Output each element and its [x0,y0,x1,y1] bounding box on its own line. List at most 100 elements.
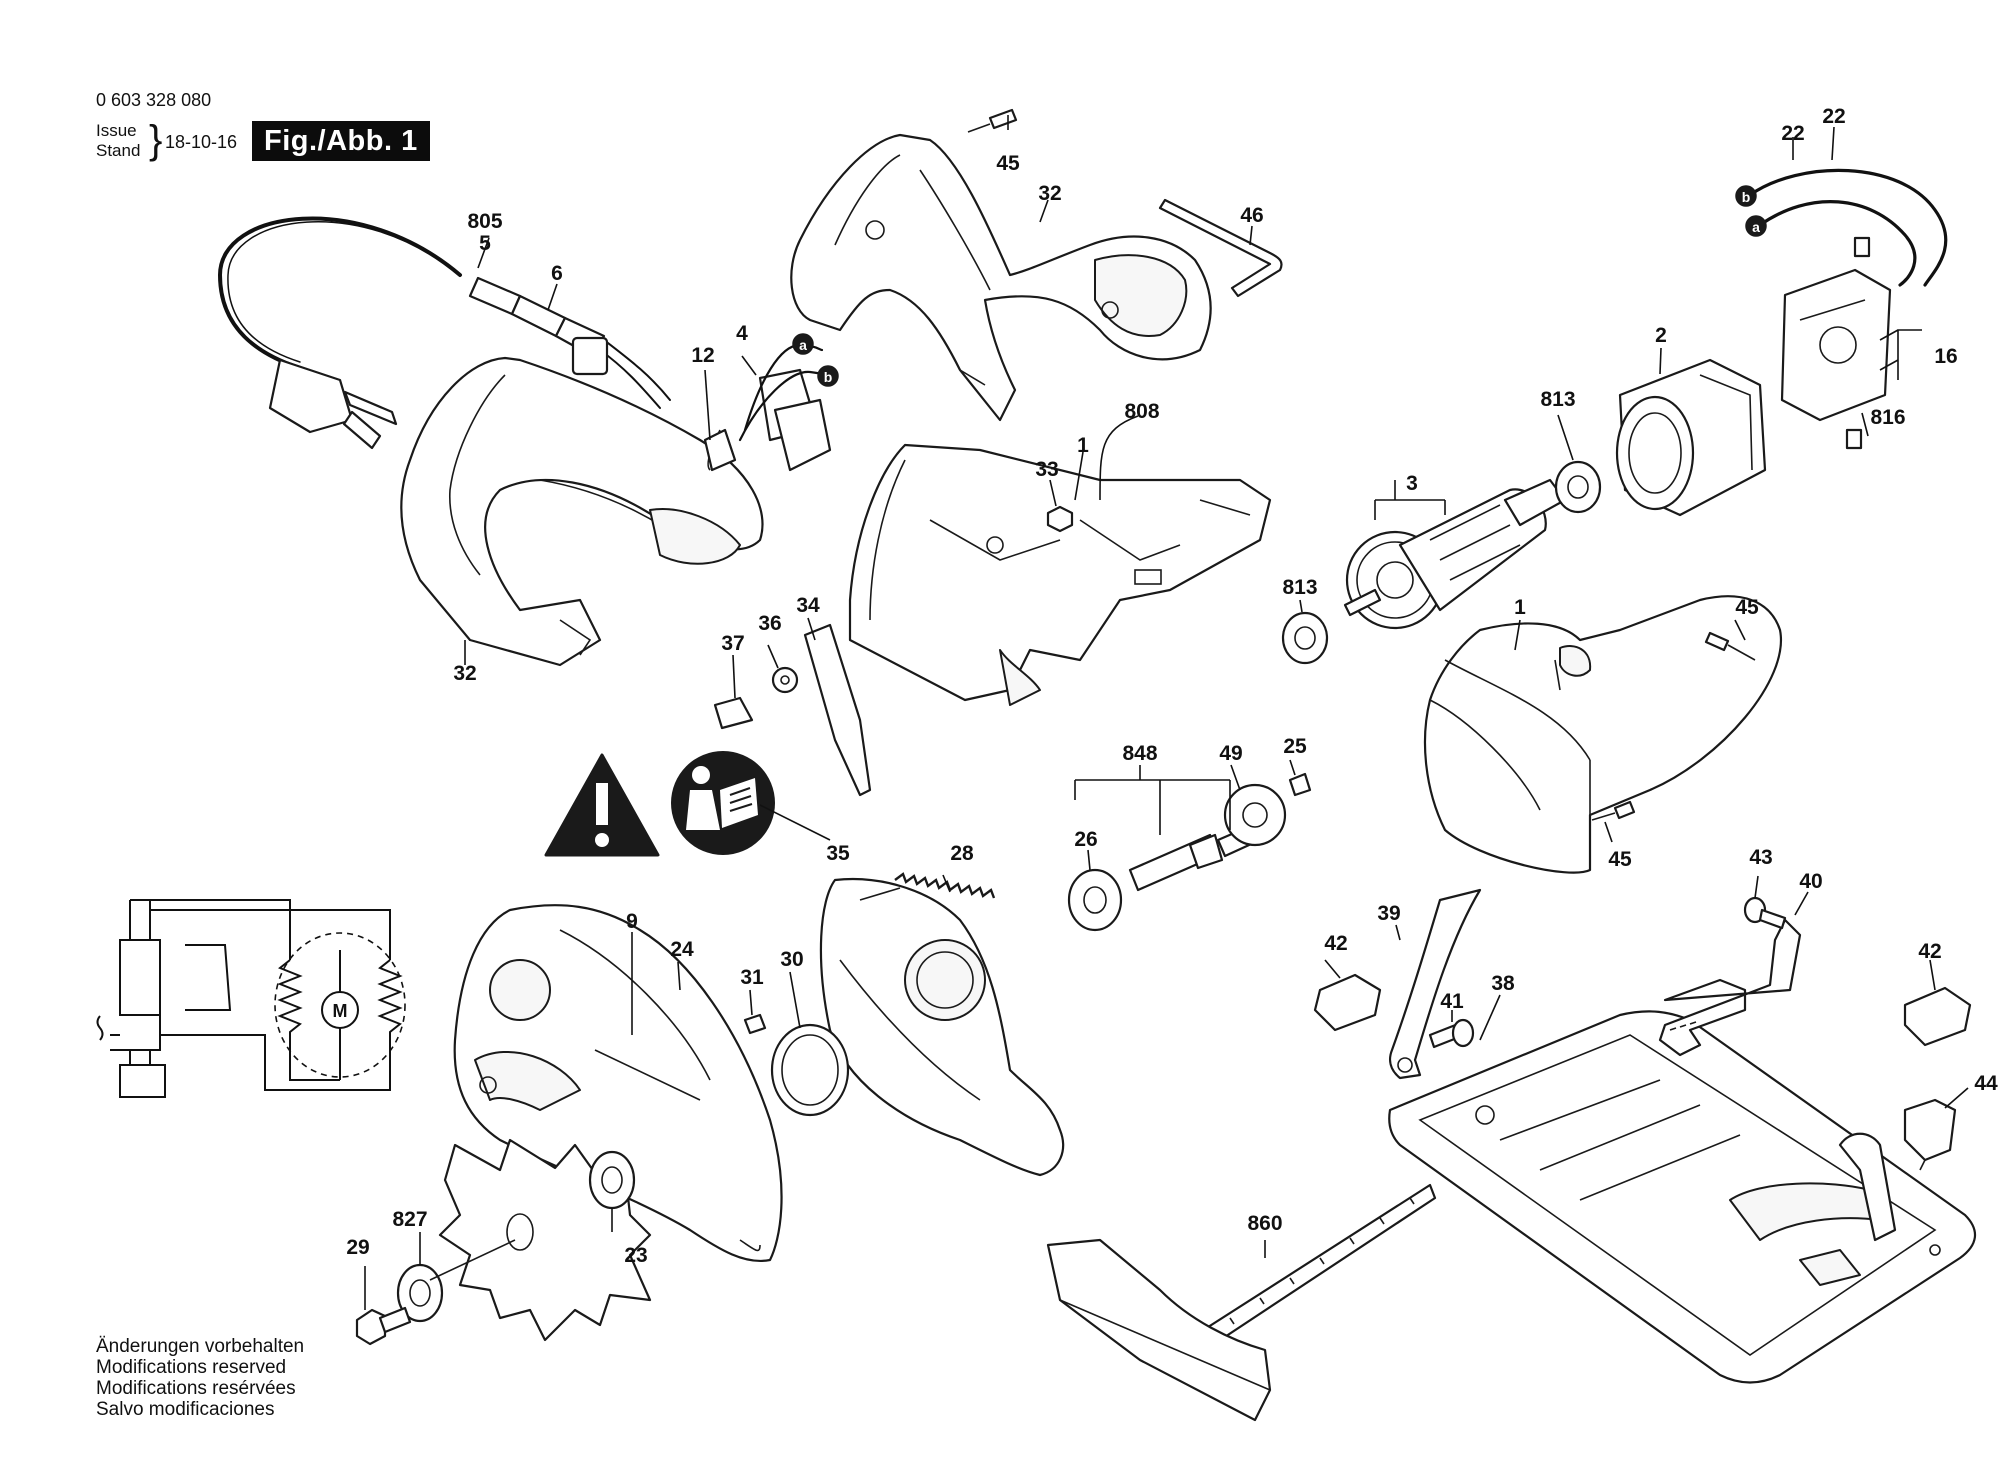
callout-848: 848 [1122,742,1157,765]
wiring-schematic: M [96,899,406,1098]
callout-36: 36 [758,612,781,635]
knob-44 [1903,1098,1957,1171]
callout-37: 37 [721,632,744,655]
wire-tag-b-switch: b [817,365,839,387]
wire-tag-a-top-text: a [1752,219,1760,235]
callout-24: 24 [670,938,694,961]
callout-43: 43 [1749,846,1772,869]
callout-39: 39 [1377,902,1400,925]
issue-date: 18-10-16 [165,132,238,152]
spring-28 [894,872,996,899]
stand-label: Stand [96,141,141,160]
ring-30 [770,1023,850,1117]
callout-49: 49 [1219,742,1242,765]
part-number: 0 603 328 080 [96,90,212,110]
upper-blade-guard [453,904,783,1263]
bearing-813-bottom [1281,611,1329,665]
wire-tag-b-top-text: b [1742,189,1751,205]
spindle-assembly [1067,772,1312,932]
wire-tag-b-switch-text: b [824,369,833,385]
footer-line-es: Salvo modificaciones [96,1399,275,1420]
callout-2: 2 [1655,324,1667,347]
issue-brace: } [149,118,163,162]
brush-holder [1780,236,1892,450]
callout-25: 25 [1283,735,1307,758]
handle-half-left [400,356,764,667]
motor-assembly [1423,595,1783,874]
motor-housing-top [848,443,1272,706]
wire-tag-b-top: b [1735,185,1757,207]
power-cord [217,216,671,450]
read-manual-icon [671,751,775,855]
callout-1-top: 1 [1077,434,1089,457]
wire-tag-a-switch-text: a [799,337,807,353]
callout-38: 38 [1491,972,1515,995]
switch-assembly [703,343,832,472]
bearing-813-top [1554,460,1602,514]
callout-34: 34 [796,594,820,617]
callout-29: 29 [346,1236,369,1259]
callout-22-a: 22 [1822,105,1845,128]
callout-44: 44 [1974,1072,1998,1095]
knob-42-right [1903,986,1972,1047]
callout-805: 805 [467,210,502,233]
callout-808: 808 [1124,400,1159,423]
lower-blade-guard [819,878,1065,1177]
flange-827 [396,1239,516,1323]
callouts: 45 32 46 22 22 805 5 6 4 12 808 33 1 2 1… [346,105,1998,1267]
callout-46: 46 [1240,204,1263,227]
warning-triangle-icon [544,753,660,857]
callout-40: 40 [1799,870,1822,893]
callout-23: 23 [624,1244,647,1267]
callout-26: 26 [1074,828,1097,851]
callout-16: 16 [1934,345,1957,368]
callout-813-top: 813 [1540,388,1575,411]
callout-33: 33 [1035,458,1058,481]
callout-45-top: 45 [996,152,1020,175]
callout-5: 5 [479,232,491,255]
callout-827: 827 [392,1208,427,1231]
callout-9: 9 [626,910,638,933]
callout-32-left: 32 [453,662,476,685]
base-plate [1388,1010,1976,1384]
callout-35: 35 [826,842,850,865]
callout-1-motor: 1 [1514,596,1526,619]
callout-813-bottom: 813 [1282,576,1317,599]
callout-4: 4 [736,322,748,345]
footer-line-en: Modifications reserved [96,1357,287,1378]
callout-6: 6 [551,262,563,285]
callout-30: 30 [780,948,803,971]
bracket-40 [1658,918,1802,1057]
leader-lines [364,115,1969,1310]
angle-scale-39 [1389,888,1482,1080]
callout-3: 3 [1406,472,1418,495]
screw-45-top [967,108,1018,133]
screw-31 [743,1013,767,1035]
armature [1343,478,1567,630]
callout-45-lower: 45 [1608,848,1632,871]
wire-tag-a-top: a [1745,215,1767,237]
callout-860: 860 [1247,1212,1282,1235]
issue-label: Issue [96,121,137,140]
hex-key [1158,198,1283,298]
knob-42-left [1313,973,1382,1032]
callout-42-left: 42 [1324,932,1347,955]
callout-41: 41 [1440,990,1464,1013]
screw-37 [713,696,754,730]
stator [1615,358,1767,517]
flange-23 [588,1150,636,1210]
footer-line-de: Änderungen vorbehalten [96,1336,305,1357]
guard-clip [803,623,872,797]
washer-36 [771,666,799,694]
callout-12: 12 [691,344,714,367]
clamping-screw-29 [355,1306,412,1346]
wires-22 [1748,168,1948,287]
screw-45-right [1704,631,1756,661]
figure-label: Fig./Abb. 1 [252,121,430,161]
screw-41 [1428,1018,1475,1049]
motor-symbol-label: M [333,1001,348,1021]
callout-45-right: 45 [1735,596,1759,619]
callout-31: 31 [740,966,764,989]
modifications-note: Änderungen vorbehalten Modifications res… [96,1336,304,1420]
